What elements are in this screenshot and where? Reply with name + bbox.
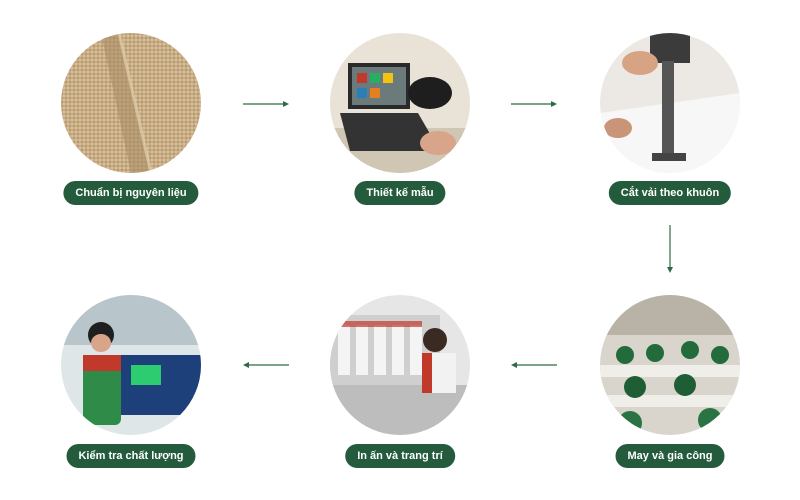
- step-6-label: Kiểm tra chất lượng: [66, 444, 196, 468]
- fabric-cutting-machine-photo-icon: [600, 33, 740, 173]
- step-2-photo: [330, 33, 470, 173]
- arrow-step-3-to-4: [664, 225, 676, 273]
- arrow-right-icon: [243, 101, 289, 107]
- arrow-step-2-to-3: [511, 98, 557, 110]
- arrow-step-4-to-5: [511, 359, 557, 371]
- arrow-left-icon: [243, 362, 289, 368]
- arrow-step-5-to-6: [243, 359, 289, 371]
- step-2-label: Thiết kế mẫu: [354, 181, 446, 205]
- step-4-photo: [600, 295, 740, 435]
- step-3-label: Cắt vải theo khuôn: [608, 181, 732, 205]
- quality-check-photo-icon: [61, 295, 201, 435]
- embroidery-machine-photo-icon: [330, 295, 470, 435]
- step-3-photo: [600, 33, 740, 173]
- arrow-left-icon: [511, 362, 557, 368]
- step-4-label: May và gia công: [615, 444, 725, 468]
- step-1-photo: [61, 33, 201, 173]
- step-5-label: In ấn và trang trí: [345, 444, 455, 468]
- step-6-photo: [61, 295, 201, 435]
- arrow-step-1-to-2: [243, 98, 289, 110]
- burlap-fabric-photo-icon: [61, 33, 201, 173]
- arrow-right-icon: [511, 101, 557, 107]
- step-1-label: Chuẩn bị nguyên liệu: [63, 181, 199, 205]
- laptop-design-photo-icon: [330, 33, 470, 173]
- sewing-workshop-photo-icon: [600, 295, 740, 435]
- step-5-photo: [330, 295, 470, 435]
- arrow-down-icon: [667, 225, 673, 273]
